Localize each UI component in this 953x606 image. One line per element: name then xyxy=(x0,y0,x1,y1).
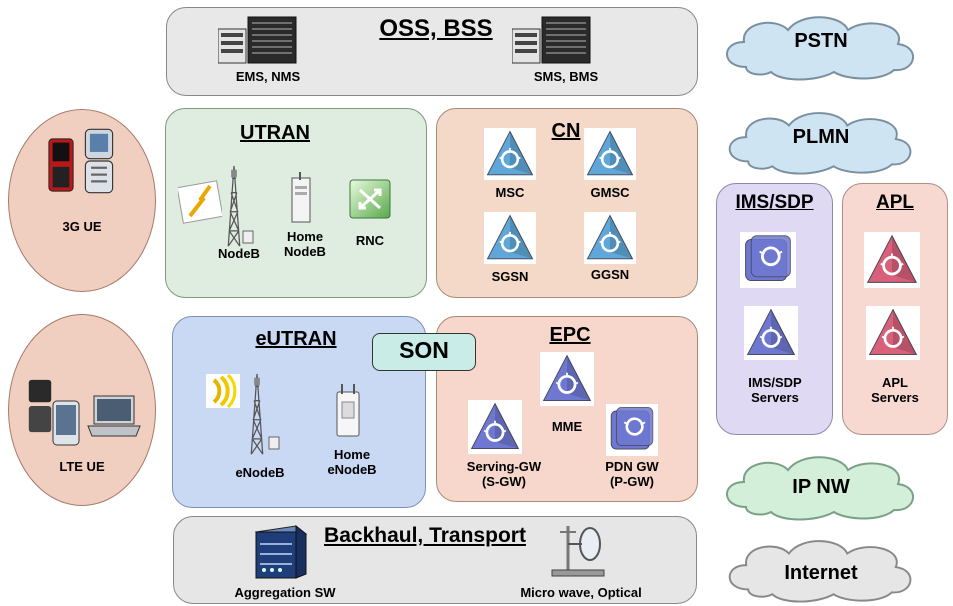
internet-label: Internet xyxy=(784,562,858,584)
sms-bms-label: SMS, BMS xyxy=(533,69,599,84)
son-label: SON xyxy=(399,337,449,363)
laptop-icon xyxy=(87,395,141,437)
home-enodeb-line2: eNodeB xyxy=(327,461,377,477)
serving-gw-icon xyxy=(468,400,522,454)
smartphone-icon xyxy=(52,400,80,446)
ims-sdp-servers-line2: Servers xyxy=(751,389,799,405)
flip-phone-icon xyxy=(28,379,52,433)
ip-nw-label: IP NW xyxy=(792,476,850,498)
rnc-label: RNC xyxy=(355,233,385,248)
ems-nms-server-icon xyxy=(218,14,298,66)
mme-icon xyxy=(540,352,594,406)
son-box xyxy=(372,333,476,371)
plmn-label: PLMN xyxy=(792,126,850,148)
rnc-switch-icon xyxy=(349,179,391,219)
msc-icon xyxy=(484,128,536,180)
microwave-antenna-icon xyxy=(551,526,605,577)
ims-sdp-title: IMS/SDP xyxy=(735,192,814,213)
gmsc-label: GMSC xyxy=(590,185,630,200)
microwave-optical-label: Micro wave, Optical xyxy=(520,585,642,600)
flip-phone-icon xyxy=(82,120,116,202)
cn-panel xyxy=(436,108,698,298)
3g-ue-label: 3G UE xyxy=(62,219,102,234)
ims-sdp-node-icon xyxy=(744,306,798,360)
internet-cloud-icon xyxy=(728,540,912,603)
home-nodeb-device-icon xyxy=(291,172,311,223)
pdn-gw-label: PDN GW (P-GW) xyxy=(588,459,676,489)
radio-signal-icon xyxy=(178,180,222,224)
home-enodeb-device-icon xyxy=(336,384,360,437)
home-enodeb-label: Home eNodeB xyxy=(314,447,390,477)
ims-sdp-servers-label: IMS/SDP Servers xyxy=(720,375,830,405)
apl-title: APL xyxy=(876,192,914,213)
apl-servers-line1: APL xyxy=(882,375,908,390)
pdn-gw-line2: (P-GW) xyxy=(609,473,655,489)
apl-node-icon xyxy=(866,306,920,360)
serving-gw-label: Serving-GW (S-GW) xyxy=(456,459,552,489)
nodeb-label: NodeB xyxy=(218,246,260,261)
nodeb-tower-icon xyxy=(224,164,244,250)
eutran-title: eUTRAN xyxy=(255,328,337,350)
home-nodeb-line2: NodeB xyxy=(284,243,326,259)
msc-label: MSC xyxy=(495,185,525,200)
aggregation-switch-icon xyxy=(254,524,308,579)
plmn-cloud-icon xyxy=(728,112,912,175)
ggsn-icon xyxy=(584,212,636,264)
aggregation-sw-label: Aggregation SW xyxy=(234,585,336,600)
3g-ue-circle xyxy=(8,109,156,292)
ims-sdp-server-icon xyxy=(740,232,796,288)
epc-title: EPC xyxy=(549,324,591,346)
wireless-signal-icon xyxy=(206,374,240,408)
sms-bms-server-icon xyxy=(512,14,592,66)
serving-gw-line2: (S-GW) xyxy=(481,473,527,489)
sgsn-label: SGSN xyxy=(491,269,529,284)
oss-bss-title: OSS, BSS xyxy=(379,15,493,42)
pdn-gw-line1: PDN GW xyxy=(605,459,659,474)
nodeb-unit-icon xyxy=(242,230,254,244)
ggsn-label: GGSN xyxy=(590,267,630,282)
utran-title: UTRAN xyxy=(240,122,310,144)
home-nodeb-label: Home NodeB xyxy=(276,229,334,259)
mme-label: MME xyxy=(551,419,583,434)
ems-nms-label: EMS, NMS xyxy=(235,69,301,84)
pstn-label: PSTN xyxy=(794,30,848,52)
red-phone-icon xyxy=(47,120,75,210)
home-enodeb-line1: Home xyxy=(333,447,371,462)
sgsn-icon xyxy=(484,212,536,264)
ip-nw-cloud-icon xyxy=(726,456,915,521)
apl-servers-line2: Servers xyxy=(871,389,919,405)
serving-gw-line1: Serving-GW xyxy=(466,459,542,474)
apl-server-icon xyxy=(864,232,920,288)
pstn-cloud-icon xyxy=(726,16,915,81)
enodeb-tower-icon xyxy=(246,372,268,458)
enodeb-label: eNodeB xyxy=(235,465,285,480)
lte-ue-label: LTE UE xyxy=(59,459,105,474)
gmsc-icon xyxy=(584,128,636,180)
pdn-gw-icon xyxy=(606,404,658,456)
ims-sdp-servers-line1: IMS/SDP xyxy=(748,375,802,390)
backhaul-title: Backhaul, Transport xyxy=(324,524,526,547)
cn-title: CN xyxy=(551,120,581,142)
home-nodeb-line1: Home xyxy=(286,229,324,244)
apl-servers-label: APL Servers xyxy=(852,375,938,405)
enodeb-unit-icon xyxy=(268,436,280,450)
